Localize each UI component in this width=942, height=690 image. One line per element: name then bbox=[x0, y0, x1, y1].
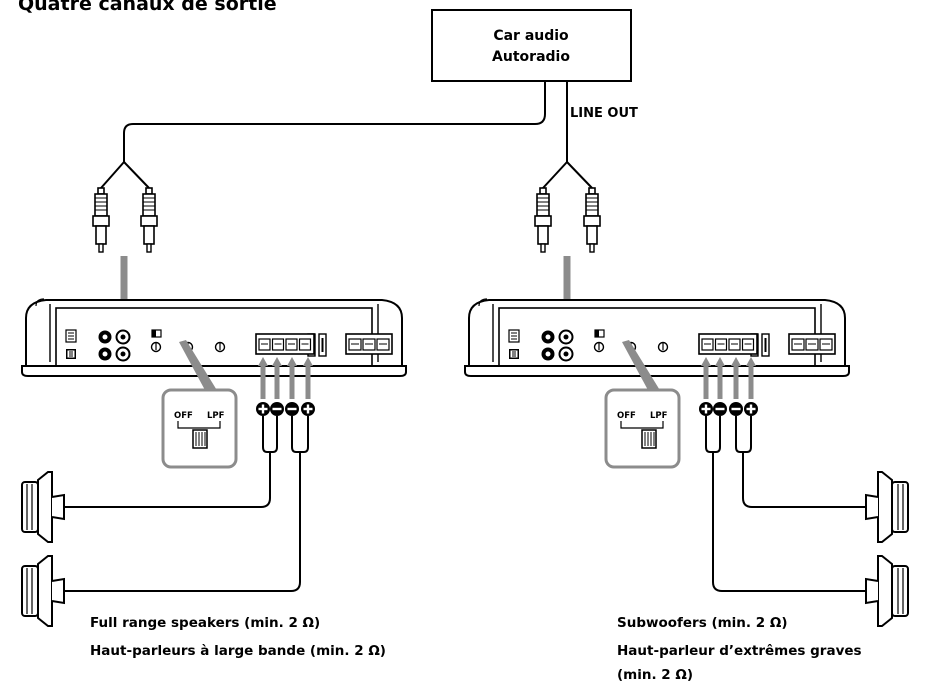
page-heading: Quatre canaux de sortie bbox=[18, 0, 277, 15]
lpf-switch-callout-left: OFF LPF bbox=[161, 340, 238, 469]
lpf-switch-callout-right: OFF LPF bbox=[604, 340, 681, 469]
rca-plug-right-a bbox=[534, 187, 552, 253]
full-range-speaker-icon bbox=[21, 555, 65, 627]
amplifier-right bbox=[464, 298, 850, 377]
rca-cable-left bbox=[100, 81, 546, 189]
minus-terminal-icon bbox=[270, 402, 284, 416]
plus-terminal-icon bbox=[256, 402, 270, 416]
power-terminal-block bbox=[788, 333, 836, 355]
full-range-speaker-icon bbox=[21, 471, 65, 543]
line-out-label: LINE OUT bbox=[570, 106, 638, 121]
speaker-wiring-right bbox=[705, 416, 866, 592]
minus-terminal-icon bbox=[713, 402, 727, 416]
switch-off-label: OFF bbox=[174, 411, 193, 421]
plus-terminal-icon bbox=[744, 402, 758, 416]
minus-terminal-icon bbox=[285, 402, 299, 416]
switch-lpf-label: LPF bbox=[207, 411, 225, 421]
rca-plug-left-a bbox=[92, 187, 110, 253]
rca-plug-left-b bbox=[140, 187, 158, 253]
speaker-terminal-block bbox=[698, 333, 758, 355]
amplifier-left bbox=[21, 298, 407, 377]
car-audio-unit: Car audio Autoradio bbox=[431, 9, 632, 82]
speaker-wiring-left bbox=[65, 416, 309, 592]
subwoofer-speaker-icon bbox=[865, 471, 909, 543]
rca-cable-right bbox=[542, 81, 593, 189]
switch-lpf-label: LPF bbox=[650, 411, 668, 421]
full-range-caption-en: Full range speakers (min. 2 Ω) bbox=[90, 615, 320, 631]
rca-plug-right-b bbox=[583, 187, 601, 253]
switch-off-label: OFF bbox=[617, 411, 636, 421]
speaker-terminal-block bbox=[255, 333, 315, 355]
full-range-caption-fr: Haut-parleurs à large bande (min. 2 Ω) bbox=[90, 643, 386, 659]
subwoofer-caption-fr-line1: Haut-parleur d’extrêmes graves bbox=[617, 643, 862, 659]
plus-terminal-icon bbox=[699, 402, 713, 416]
minus-terminal-icon bbox=[729, 402, 743, 416]
autoradio-label: Autoradio bbox=[492, 49, 570, 65]
power-terminal-block bbox=[345, 333, 393, 355]
subwoofer-caption-fr-line2: (min. 2 Ω) bbox=[617, 667, 693, 683]
plus-terminal-icon bbox=[301, 402, 315, 416]
subwoofer-caption-en: Subwoofers (min. 2 Ω) bbox=[617, 615, 787, 631]
car-audio-label: Car audio bbox=[493, 28, 569, 44]
subwoofer-speaker-icon bbox=[865, 555, 909, 627]
